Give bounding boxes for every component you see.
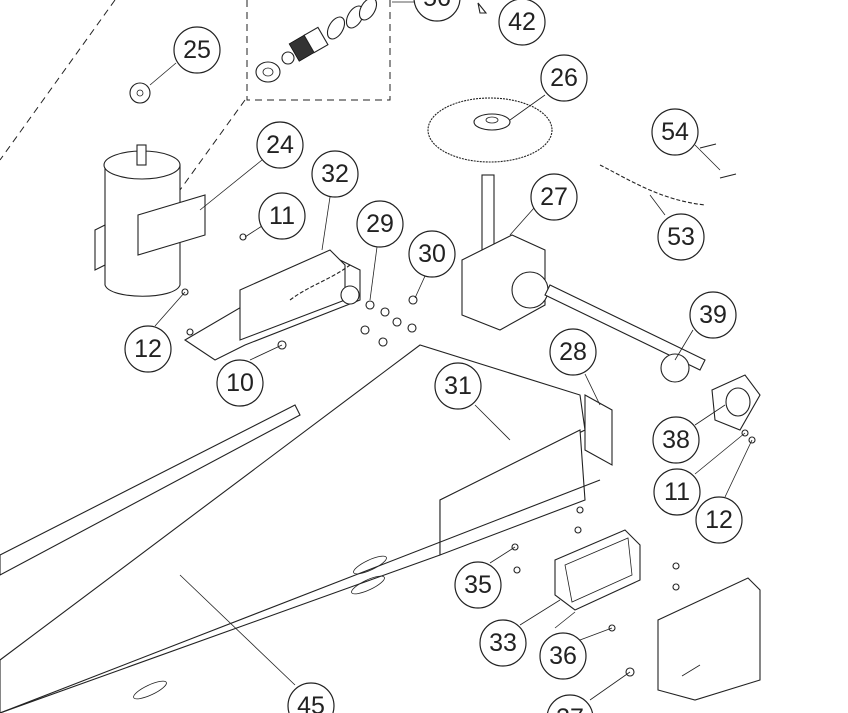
- fitting-kit: [255, 0, 378, 83]
- callout-37: 37: [546, 694, 594, 713]
- cover-plate: [657, 577, 761, 701]
- control-box: [554, 529, 641, 611]
- svg-text:33: 33: [489, 629, 517, 657]
- svg-text:42: 42: [508, 8, 536, 36]
- callout-32: 32: [311, 150, 359, 198]
- flange-bearing: [711, 374, 761, 431]
- key: [477, 2, 488, 14]
- svg-text:26: 26: [550, 64, 578, 92]
- callout-35: 35: [454, 561, 502, 609]
- svg-text:11: 11: [269, 202, 295, 230]
- svg-text:25: 25: [183, 36, 211, 64]
- svg-text:12: 12: [134, 335, 162, 363]
- fasteners: [181, 233, 756, 677]
- svg-text:30: 30: [418, 240, 446, 268]
- small-sprocket: [129, 82, 151, 104]
- svg-text:37: 37: [556, 704, 584, 713]
- callout-31: 31: [434, 362, 482, 410]
- callout-10: 10: [216, 359, 264, 407]
- svg-text:32: 32: [321, 160, 349, 188]
- svg-text:29: 29: [366, 210, 394, 238]
- svg-text:38: 38: [662, 426, 690, 454]
- callout-11-b: 11: [653, 468, 701, 516]
- dashed-guides: [0, 0, 391, 191]
- callout-28: 28: [549, 328, 597, 376]
- svg-text:35: 35: [464, 571, 492, 599]
- callout-33: 33: [479, 619, 527, 667]
- chain: [599, 143, 737, 206]
- callout-12: 12: [124, 325, 172, 373]
- callout-36: 36: [539, 632, 587, 680]
- motor: [94, 144, 206, 297]
- callout-39: 39: [689, 291, 737, 339]
- leader-lines: [149, 1, 753, 701]
- callout-42: 42: [498, 0, 546, 46]
- svg-text:31: 31: [444, 372, 472, 400]
- callout-38: 38: [652, 416, 700, 464]
- svg-text:36: 36: [549, 642, 577, 670]
- svg-text:54: 54: [661, 118, 689, 146]
- svg-text:39: 39: [699, 301, 727, 329]
- svg-text:12: 12: [705, 506, 733, 534]
- callout-30: 30: [408, 230, 456, 278]
- motor-bracket: [183, 249, 361, 361]
- callout-53: 53: [657, 213, 705, 261]
- svg-text:28: 28: [559, 338, 587, 366]
- frame-rails: [0, 344, 613, 713]
- svg-text:53: 53: [667, 223, 695, 251]
- callout-24: 24: [256, 121, 304, 169]
- svg-text:24: 24: [266, 131, 294, 159]
- callout-12-b: 12: [695, 496, 743, 544]
- callout-54: 54: [651, 108, 699, 156]
- large-sprocket: [427, 97, 553, 163]
- callout-11: 11: [258, 192, 306, 240]
- callout-56: 56: [413, 0, 461, 22]
- gearbox: [461, 174, 706, 383]
- svg-text:10: 10: [226, 369, 254, 397]
- svg-text:11: 11: [664, 478, 690, 506]
- callout-25: 25: [173, 26, 221, 74]
- svg-text:56: 56: [423, 0, 451, 12]
- svg-text:27: 27: [540, 183, 568, 211]
- callout-27: 27: [530, 173, 578, 221]
- callout-29: 29: [356, 200, 404, 248]
- svg-text:45: 45: [297, 692, 325, 713]
- callout-45: 45: [287, 682, 335, 713]
- callout-26: 26: [540, 54, 588, 102]
